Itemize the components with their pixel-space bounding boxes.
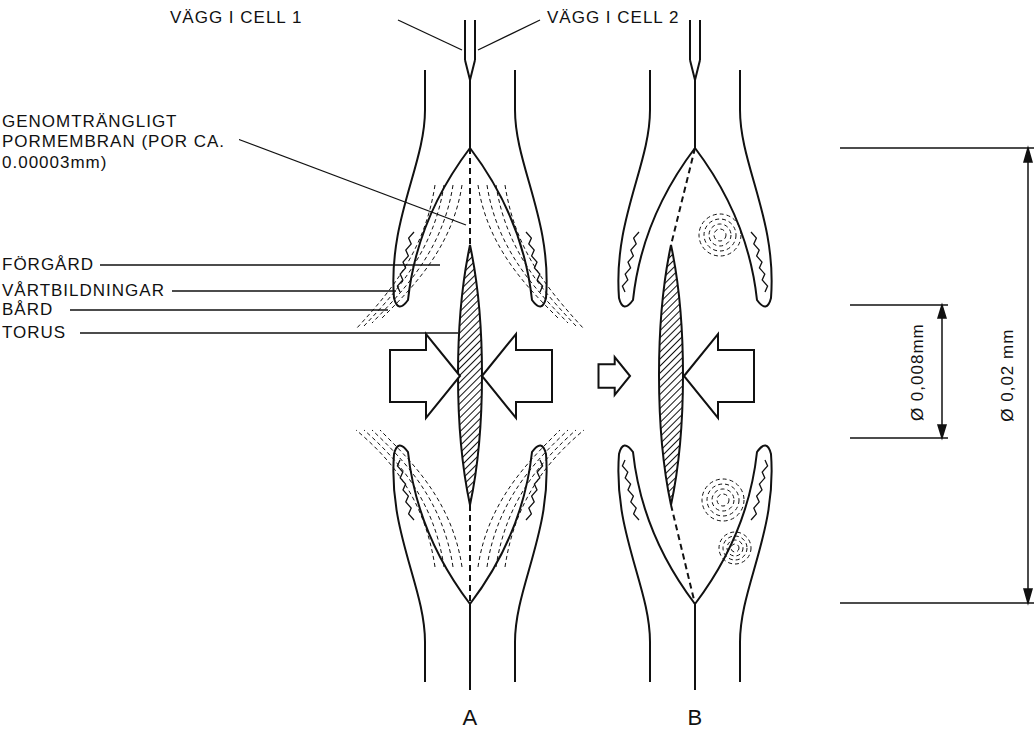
pit-border — [470, 445, 547, 682]
pit-membrane — [469, 505, 471, 604]
part-label: FÖRGÅRD — [0, 255, 96, 275]
pit-border — [695, 70, 772, 307]
torus — [659, 245, 683, 505]
warts — [526, 232, 543, 292]
middle-lamella — [690, 60, 700, 80]
warts — [622, 460, 639, 520]
middle-lamella — [464, 20, 466, 60]
dimension: Ø 0,008mm — [908, 321, 928, 423]
warts — [622, 232, 639, 292]
part-label: VÅRTBILDNINGAR — [0, 281, 167, 301]
pit-border — [393, 70, 470, 307]
pit-border — [695, 445, 772, 682]
bordered-pit — [356, 20, 584, 690]
view-letter: B — [686, 705, 705, 731]
pressure-arrow — [390, 334, 460, 418]
pit-border — [470, 70, 547, 307]
middle-lamella — [469, 80, 471, 148]
part-label: GENOMTRÄNGLIGT PORMEMBRAN (POR CA. 0.000… — [0, 112, 239, 173]
wall-label: VÄGG I CELL 1 — [168, 8, 304, 28]
warts — [751, 460, 768, 520]
pressure-arrow — [684, 334, 754, 418]
torus — [458, 245, 482, 505]
pit-border — [393, 445, 470, 682]
pressure-arrow — [599, 357, 631, 395]
wall-label: VÄGG I CELL 2 — [545, 8, 681, 28]
pit-border — [618, 445, 695, 682]
part-label: BÅRD — [0, 300, 55, 320]
pit-border — [618, 70, 695, 307]
warts — [751, 232, 768, 292]
middle-lamella — [474, 20, 476, 60]
flow-lines — [356, 185, 584, 567]
pressure-arrow — [482, 334, 552, 418]
middle-lamella — [465, 60, 475, 80]
warts — [397, 232, 414, 292]
middle-lamella — [699, 20, 701, 60]
warts — [397, 460, 414, 520]
pit-membrane — [671, 505, 695, 604]
part-label: TORUS — [0, 323, 68, 343]
pit-membrane — [469, 148, 471, 245]
middle-lamella — [689, 20, 691, 60]
middle-lamella — [694, 80, 696, 148]
pit-membrane — [671, 148, 695, 245]
middle-lamella — [469, 604, 471, 690]
bordered-pit — [618, 20, 771, 690]
view-letter: A — [461, 705, 480, 731]
warts — [526, 460, 543, 520]
dimension: Ø 0,02 mm — [998, 327, 1018, 424]
middle-lamella — [694, 604, 696, 690]
